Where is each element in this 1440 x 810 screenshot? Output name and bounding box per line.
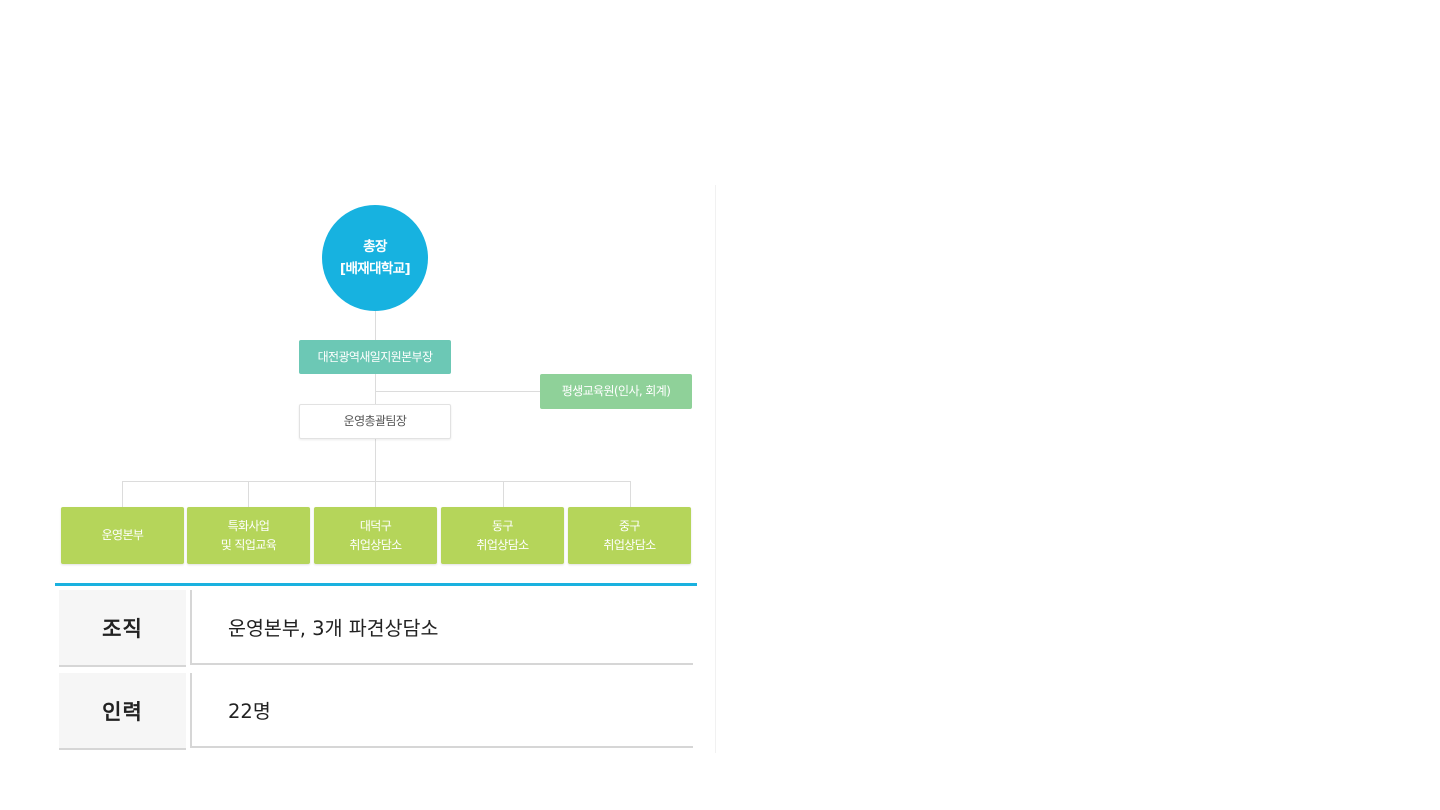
info-label-organization: 조직 (59, 590, 186, 667)
connector-drop-unit-2 (248, 481, 249, 507)
connector-drop-unit-4 (503, 481, 504, 507)
unit-junggu-center: 중구 취업상담소 (568, 507, 691, 564)
unit-label-line2: 및 직업교육 (220, 537, 277, 552)
headquarters-label: 대전광역새일지원본부장 (317, 349, 433, 364)
org-chart-panel (0, 185, 716, 753)
unit-label-line1: 대덕구 (359, 518, 392, 533)
operations-lead-label: 운영총괄팀장 (343, 414, 407, 428)
info-table-top-border (55, 583, 697, 586)
info-label-staff: 인력 (59, 673, 186, 750)
president-title: 총장 (363, 239, 387, 255)
connector-drop-unit-1 (122, 481, 123, 507)
headquarters-node: 대전광역새일지원본부장 (299, 340, 451, 374)
info-value-staff: 22명 (190, 673, 693, 748)
lifelong-institute-node: 평생교육원(인사, 회계) (540, 374, 692, 409)
unit-label-line2: 취업상담소 (349, 537, 402, 552)
unit-label-line2: 취업상담소 (476, 537, 529, 552)
info-row-organization: 조직 운영본부, 3개 파견상담소 (55, 586, 697, 669)
info-row-staff: 인력 22명 (55, 669, 697, 752)
unit-special-projects: 특화사업 및 직업교육 (187, 507, 310, 564)
president-node: 총장 [배재대학교] (322, 205, 428, 311)
unit-label-line1: 운영본부 (101, 528, 144, 542)
unit-label-line1: 동구 (492, 518, 513, 533)
connector-branch-lifelong (375, 391, 540, 392)
lifelong-institute-label: 평생교육원(인사, 회계) (561, 384, 671, 398)
connector-hq-ops (375, 374, 376, 404)
unit-label-line2: 취업상담소 (603, 537, 656, 552)
info-value-organization: 운영본부, 3개 파견상담소 (190, 590, 693, 665)
unit-label-line1: 중구 (619, 518, 640, 533)
connector-drop-unit-3 (375, 481, 376, 507)
connector-president-hq (375, 311, 376, 340)
unit-label-line1: 특화사업 (227, 518, 270, 533)
connector-ops-bus (375, 439, 376, 481)
unit-donggu-center: 동구 취업상담소 (441, 507, 564, 564)
info-table: 조직 운영본부, 3개 파견상담소 인력 22명 (55, 583, 697, 752)
unit-daedeok-center: 대덕구 취업상담소 (314, 507, 437, 564)
operations-lead-node: 운영총괄팀장 (299, 404, 451, 439)
unit-operations-hq: 운영본부 (61, 507, 184, 564)
president-org: [배재대학교] (339, 261, 411, 277)
connector-horizontal-bus (122, 481, 631, 482)
connector-drop-unit-5 (630, 481, 631, 507)
